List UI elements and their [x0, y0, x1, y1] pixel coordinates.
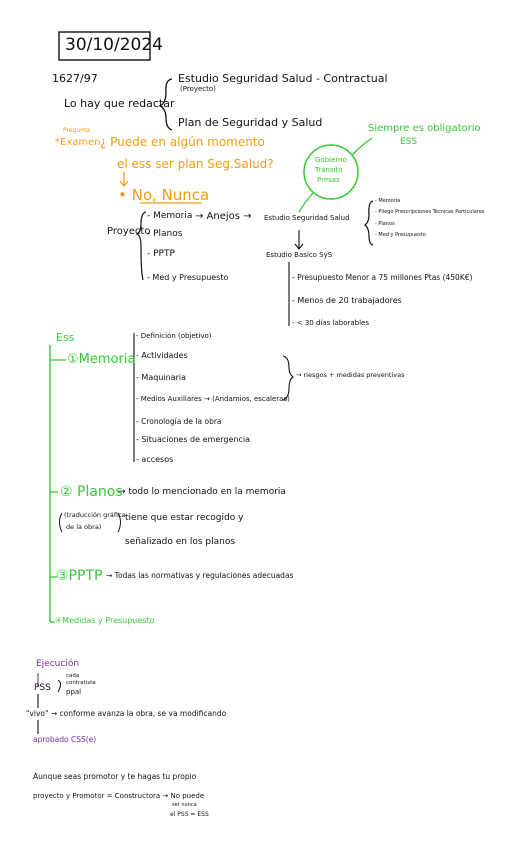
date-box — [58, 31, 151, 61]
basico-item-dias: - < 30 días laborables — [292, 319, 369, 327]
memoria-item-actividades: - Actividades — [136, 351, 188, 360]
pptp-heading: ③PPTP — [56, 568, 103, 584]
proyecto-item-planos: - Planos — [147, 229, 183, 239]
footer-line-3: ser nunca — [172, 802, 197, 808]
memoria-item-accesos: - accesos — [136, 455, 174, 464]
branch-estudio: Estudio Seguridad Salud - Contractual — [178, 72, 388, 85]
exam-question-1: ¿ Puede en algún momento — [100, 135, 265, 149]
planos-heading: ② Planos — [60, 484, 123, 500]
basico-arrow — [294, 230, 304, 250]
ejecucion-title: Ejecución — [36, 659, 80, 669]
riesgos-label: → riesgos + medidas preventivas — [296, 371, 405, 379]
memoria-item-definicion: - Definición (objetivo) — [136, 332, 212, 340]
circle-line-1: Gobierno — [315, 156, 347, 164]
anejos-label: → Anejos → — [195, 211, 252, 222]
green-arrow-1 — [351, 137, 373, 156]
planos-note-1: (traducción gráfica — [64, 511, 126, 519]
vivo-text: "vivo" → conforme avanza la obra, se va … — [26, 709, 227, 718]
ess-label: Estudio Seguridad Salud — [264, 214, 350, 222]
ess-item-planos: - Planos — [375, 221, 395, 227]
ess-section-label: Ess — [56, 331, 75, 344]
memoria-item-maquinaria: - Maquinaria — [136, 373, 186, 382]
pss-note-3: ppal — [66, 688, 82, 696]
basico-item-presupuesto: - Presupuesto Menor a 75 millones Ptas (… — [292, 273, 473, 282]
green-note-obligatorio: Siempre es obligatorio — [368, 123, 481, 134]
green-note-ess: ESS — [400, 137, 418, 147]
footer-line-4: el PSS = ESS — [170, 811, 209, 818]
aprobado-text: aprobado CSS(e) — [33, 735, 97, 744]
proyecto-item-med: - Med y Presupuesto — [147, 273, 229, 282]
proyecto-label: Proyecto — [107, 226, 151, 237]
proyecto-item-memoria: - Memoria — [147, 211, 193, 221]
law-number: 1627/97 — [52, 72, 98, 85]
lo-hay-text: Lo hay que redactar — [64, 97, 175, 110]
ess-item-pliego: - Pliego Prescripciones Técnicas Particu… — [375, 209, 485, 215]
memoria-heading: ①Memoria — [67, 352, 136, 367]
basico-label: Estudio Basico SyS — [266, 251, 333, 259]
riesgos-brace — [282, 355, 294, 401]
header-brace — [158, 78, 173, 131]
pptp-desc: → Todas las normativas y regulaciones ad… — [106, 571, 294, 580]
footer-line-2: proyecto y Promotor = Constructora → No … — [33, 792, 205, 800]
exam-small-label: Pregunta — [63, 127, 90, 134]
exam-answer: • No, Nunca — [118, 186, 210, 204]
planos-desc-3: señalizado en los planos — [125, 537, 236, 547]
green-arrow-2 — [298, 192, 314, 213]
proyecto-brace — [135, 211, 147, 281]
footer-line-1: Aunque seas promotor y te hagas tu propi… — [33, 772, 197, 781]
exam-question-2: el ess ser plan Seg.Salud? — [117, 157, 274, 171]
ess-brace — [364, 200, 374, 246]
circle-line-2: Tránsito — [315, 166, 343, 174]
date: 30/10/2024 — [65, 35, 163, 55]
memoria-item-medios: - Medios Auxiliares → (Andamios, escaler… — [136, 395, 290, 403]
pss-note-2: contratista — [66, 680, 96, 686]
circle-line-3: Presas — [317, 176, 340, 184]
planos-note-2: de la obra) — [66, 523, 102, 531]
medidas-heading: ④Medidas y Presupuesto — [55, 616, 155, 625]
branch-plan: Plan de Seguridad y Salud — [178, 116, 323, 129]
basico-item-trabajadores: - Menos de 20 trabajadores — [292, 296, 402, 305]
proyecto-item-pptp: - PPTP — [147, 249, 175, 259]
orange-arrow — [119, 172, 129, 188]
memoria-item-emergencia: - Situaciones de emergencia — [136, 435, 250, 444]
exam-label: *Examen — [55, 137, 101, 148]
pss-label: PSS — [34, 683, 51, 693]
ess-item-memoria: - Memoria — [375, 198, 401, 204]
planos-desc-2: tiene que estar recogido y — [125, 513, 244, 523]
memoria-item-cronologia: - Cronología de la obra — [136, 417, 222, 426]
pss-note-1: cada — [66, 673, 80, 679]
green-circle — [303, 144, 359, 200]
branch-estudio-sub: (Proyecto) — [180, 85, 216, 93]
planos-desc-1: → todo lo mencionado en la memoria — [118, 487, 286, 497]
ess-item-med: - Med y Presupuesto — [375, 232, 426, 238]
